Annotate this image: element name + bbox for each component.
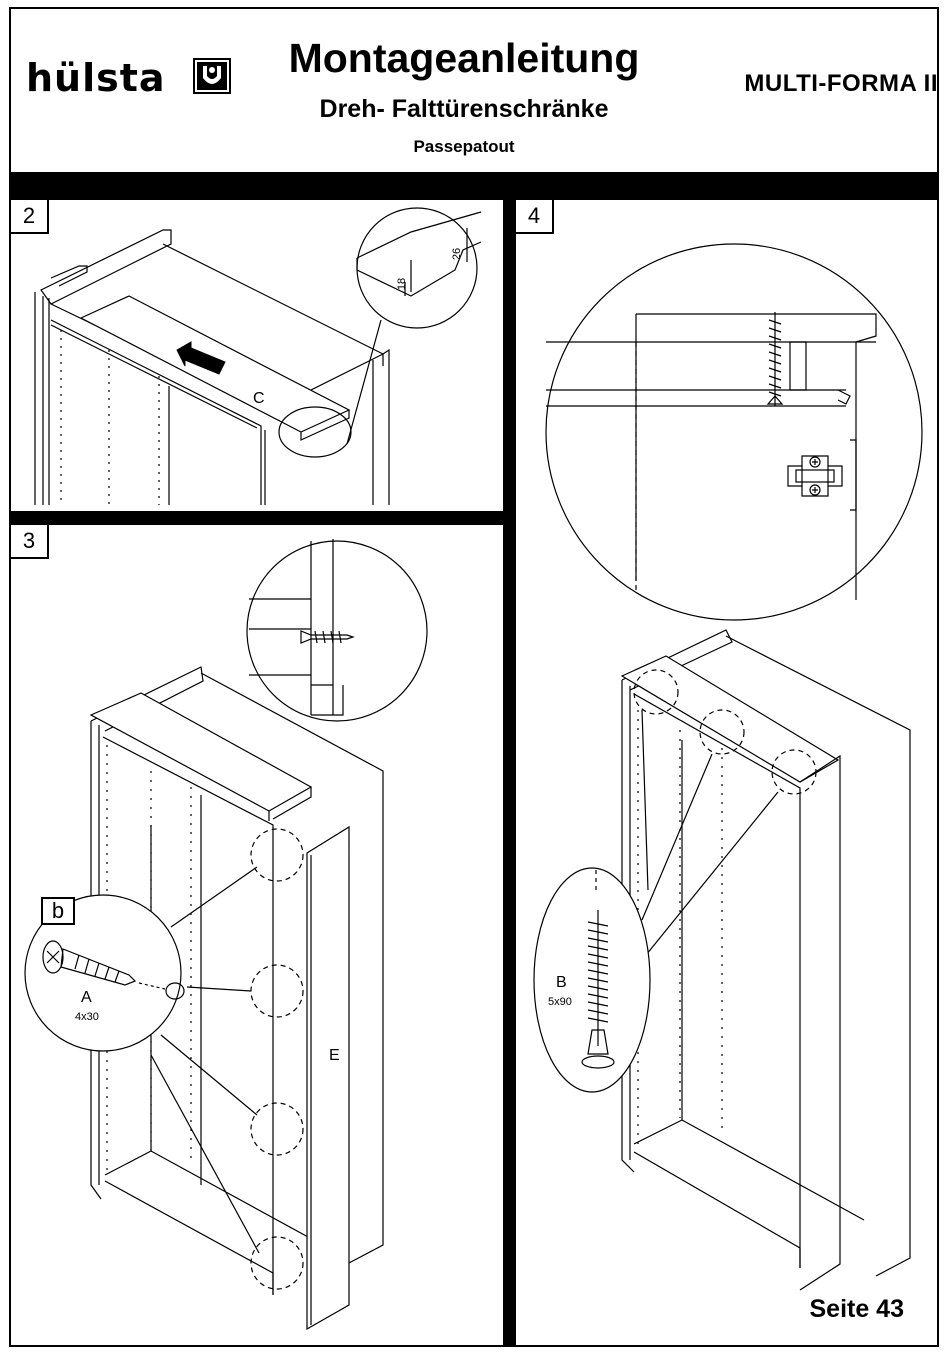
page-number: Seite 43	[809, 1294, 904, 1324]
product-name: MULTI-FORMA II	[744, 70, 938, 98]
part-e-label: E	[329, 1047, 340, 1065]
screw-a-size: 4x30	[75, 1011, 99, 1023]
document-title: Montageanleitung	[274, 34, 654, 82]
dimension-18: 18	[396, 278, 408, 290]
row-divider	[11, 511, 503, 525]
screw-icon	[764, 310, 786, 410]
document-variant: Passepatout	[274, 137, 654, 157]
step-4-number: 4	[516, 200, 554, 234]
header-divider	[11, 172, 937, 200]
screw-icon	[578, 906, 618, 1076]
screw-icon	[39, 935, 189, 1005]
screw-b-label: B	[556, 974, 567, 992]
logo-mark-icon	[193, 58, 231, 94]
hinge-icon	[782, 448, 858, 504]
step-4-drawing	[516, 200, 937, 1345]
brand-logo: hülsta	[26, 58, 166, 98]
screw-icon	[299, 625, 359, 649]
step-2-drawing	[11, 200, 503, 511]
column-divider	[503, 200, 516, 1347]
screw-a-label: A	[81, 989, 92, 1007]
screw-b-size: 5x90	[548, 996, 572, 1008]
step-3-panel: 3 b A 4x30 E	[11, 525, 503, 1345]
dimension-26: 26	[451, 248, 463, 260]
step-2-panel: 2 C 18 26	[11, 200, 503, 511]
document-subtitle: Dreh- Falttürenschränke	[274, 94, 654, 124]
arrow-icon	[173, 340, 233, 380]
part-c-label: C	[253, 390, 265, 408]
step-3-number: 3	[11, 525, 49, 559]
step-4-panel: 4 B 5x90	[516, 200, 937, 1345]
step-2-number: 2	[11, 200, 49, 234]
callout-b-label: b	[41, 897, 75, 925]
